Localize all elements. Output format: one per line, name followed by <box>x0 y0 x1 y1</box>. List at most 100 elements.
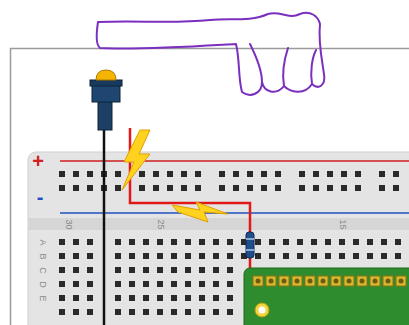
mounting-hole <box>255 303 269 317</box>
terminal-hole <box>185 281 191 287</box>
rail-hole <box>233 171 239 177</box>
terminal-hole <box>367 253 373 259</box>
header-pin <box>357 276 367 286</box>
terminal-hole <box>115 309 121 315</box>
terminal-hole <box>157 253 163 259</box>
rail-hole <box>59 185 65 191</box>
terminal-hole <box>171 253 177 259</box>
header-pin-hole <box>295 279 300 284</box>
header-pin <box>344 276 354 286</box>
rail-hole <box>153 185 159 191</box>
terminal-hole <box>227 239 233 245</box>
terminal-hole <box>325 239 331 245</box>
terminal-hole <box>73 253 79 259</box>
terminal-hole <box>255 239 261 245</box>
header-pin <box>292 276 302 286</box>
terminal-hole <box>185 253 191 259</box>
resistor-symbol <box>246 232 254 258</box>
rail-hole <box>219 185 225 191</box>
terminal-hole <box>73 295 79 301</box>
rail-hole <box>181 185 187 191</box>
terminal-hole <box>129 253 135 259</box>
terminal-hole <box>59 309 65 315</box>
rail-hole <box>73 185 79 191</box>
header-pin <box>383 276 393 286</box>
terminal-hole <box>73 309 79 315</box>
terminal-hole <box>227 295 233 301</box>
header-pin <box>279 276 289 286</box>
terminal-hole <box>297 239 303 245</box>
finger-sketch <box>97 13 325 95</box>
terminal-hole <box>115 295 121 301</box>
positive-rail-line <box>60 160 409 162</box>
breadboard <box>28 152 409 325</box>
terminal-hole <box>395 239 401 245</box>
rail-hole <box>299 171 305 177</box>
button-cap <box>96 70 116 80</box>
column-number: 25 <box>155 219 164 229</box>
terminal-hole <box>59 281 65 287</box>
button-collar <box>90 80 122 86</box>
terminal-hole <box>73 267 79 273</box>
terminal-hole <box>73 239 79 245</box>
terminal-hole <box>115 253 121 259</box>
terminal-hole <box>59 295 65 301</box>
rail-hole <box>379 185 385 191</box>
resistor-band <box>246 238 254 240</box>
terminal-hole <box>87 281 93 287</box>
rail-hole <box>247 171 253 177</box>
rail-sign: + <box>32 151 44 171</box>
header-pin-hole <box>386 279 391 284</box>
terminal-hole <box>199 281 205 287</box>
terminal-hole <box>157 267 163 273</box>
terminal-hole <box>73 281 79 287</box>
rail-hole <box>233 185 239 191</box>
rail-hole <box>73 171 79 177</box>
header-pin-hole <box>308 279 313 284</box>
terminal-hole <box>395 253 401 259</box>
header-pin-hole <box>321 279 326 284</box>
rail-hole <box>139 185 145 191</box>
terminal-hole <box>213 239 219 245</box>
terminal-hole <box>199 309 205 315</box>
terminal-hole <box>227 253 233 259</box>
terminal-hole <box>283 253 289 259</box>
terminal-hole <box>213 295 219 301</box>
terminal-hole <box>269 239 275 245</box>
row-letter: E <box>37 295 46 301</box>
terminal-hole <box>227 267 233 273</box>
terminal-hole <box>143 239 149 245</box>
terminal-hole <box>339 239 345 245</box>
terminal-hole <box>129 267 135 273</box>
terminal-hole <box>171 239 177 245</box>
terminal-hole <box>353 239 359 245</box>
terminal-hole <box>171 267 177 273</box>
terminal-hole <box>381 239 387 245</box>
header-pin <box>253 276 263 286</box>
rail-hole <box>313 185 319 191</box>
rail-hole <box>195 185 201 191</box>
terminal-hole <box>255 253 261 259</box>
rail-hole <box>153 171 159 177</box>
rail-hole <box>115 171 121 177</box>
row-letter: B <box>37 253 46 259</box>
terminal-hole <box>199 253 205 259</box>
header-pin-hole <box>269 279 274 284</box>
terminal-hole <box>59 267 65 273</box>
terminal-hole <box>213 267 219 273</box>
terminal-hole <box>87 309 93 315</box>
rail-hole <box>341 185 347 191</box>
red-wire <box>130 128 250 232</box>
header-pin-hole <box>399 279 404 284</box>
terminal-hole <box>115 239 121 245</box>
lightning-bolt <box>172 202 228 222</box>
terminal-hole <box>311 253 317 259</box>
rail-hole <box>313 171 319 177</box>
rail-hole <box>139 171 145 177</box>
gpio-header <box>253 276 406 286</box>
header-pin-hole <box>347 279 352 284</box>
terminal-hole <box>199 267 205 273</box>
terminal-hole <box>143 309 149 315</box>
terminal-hole <box>59 253 65 259</box>
